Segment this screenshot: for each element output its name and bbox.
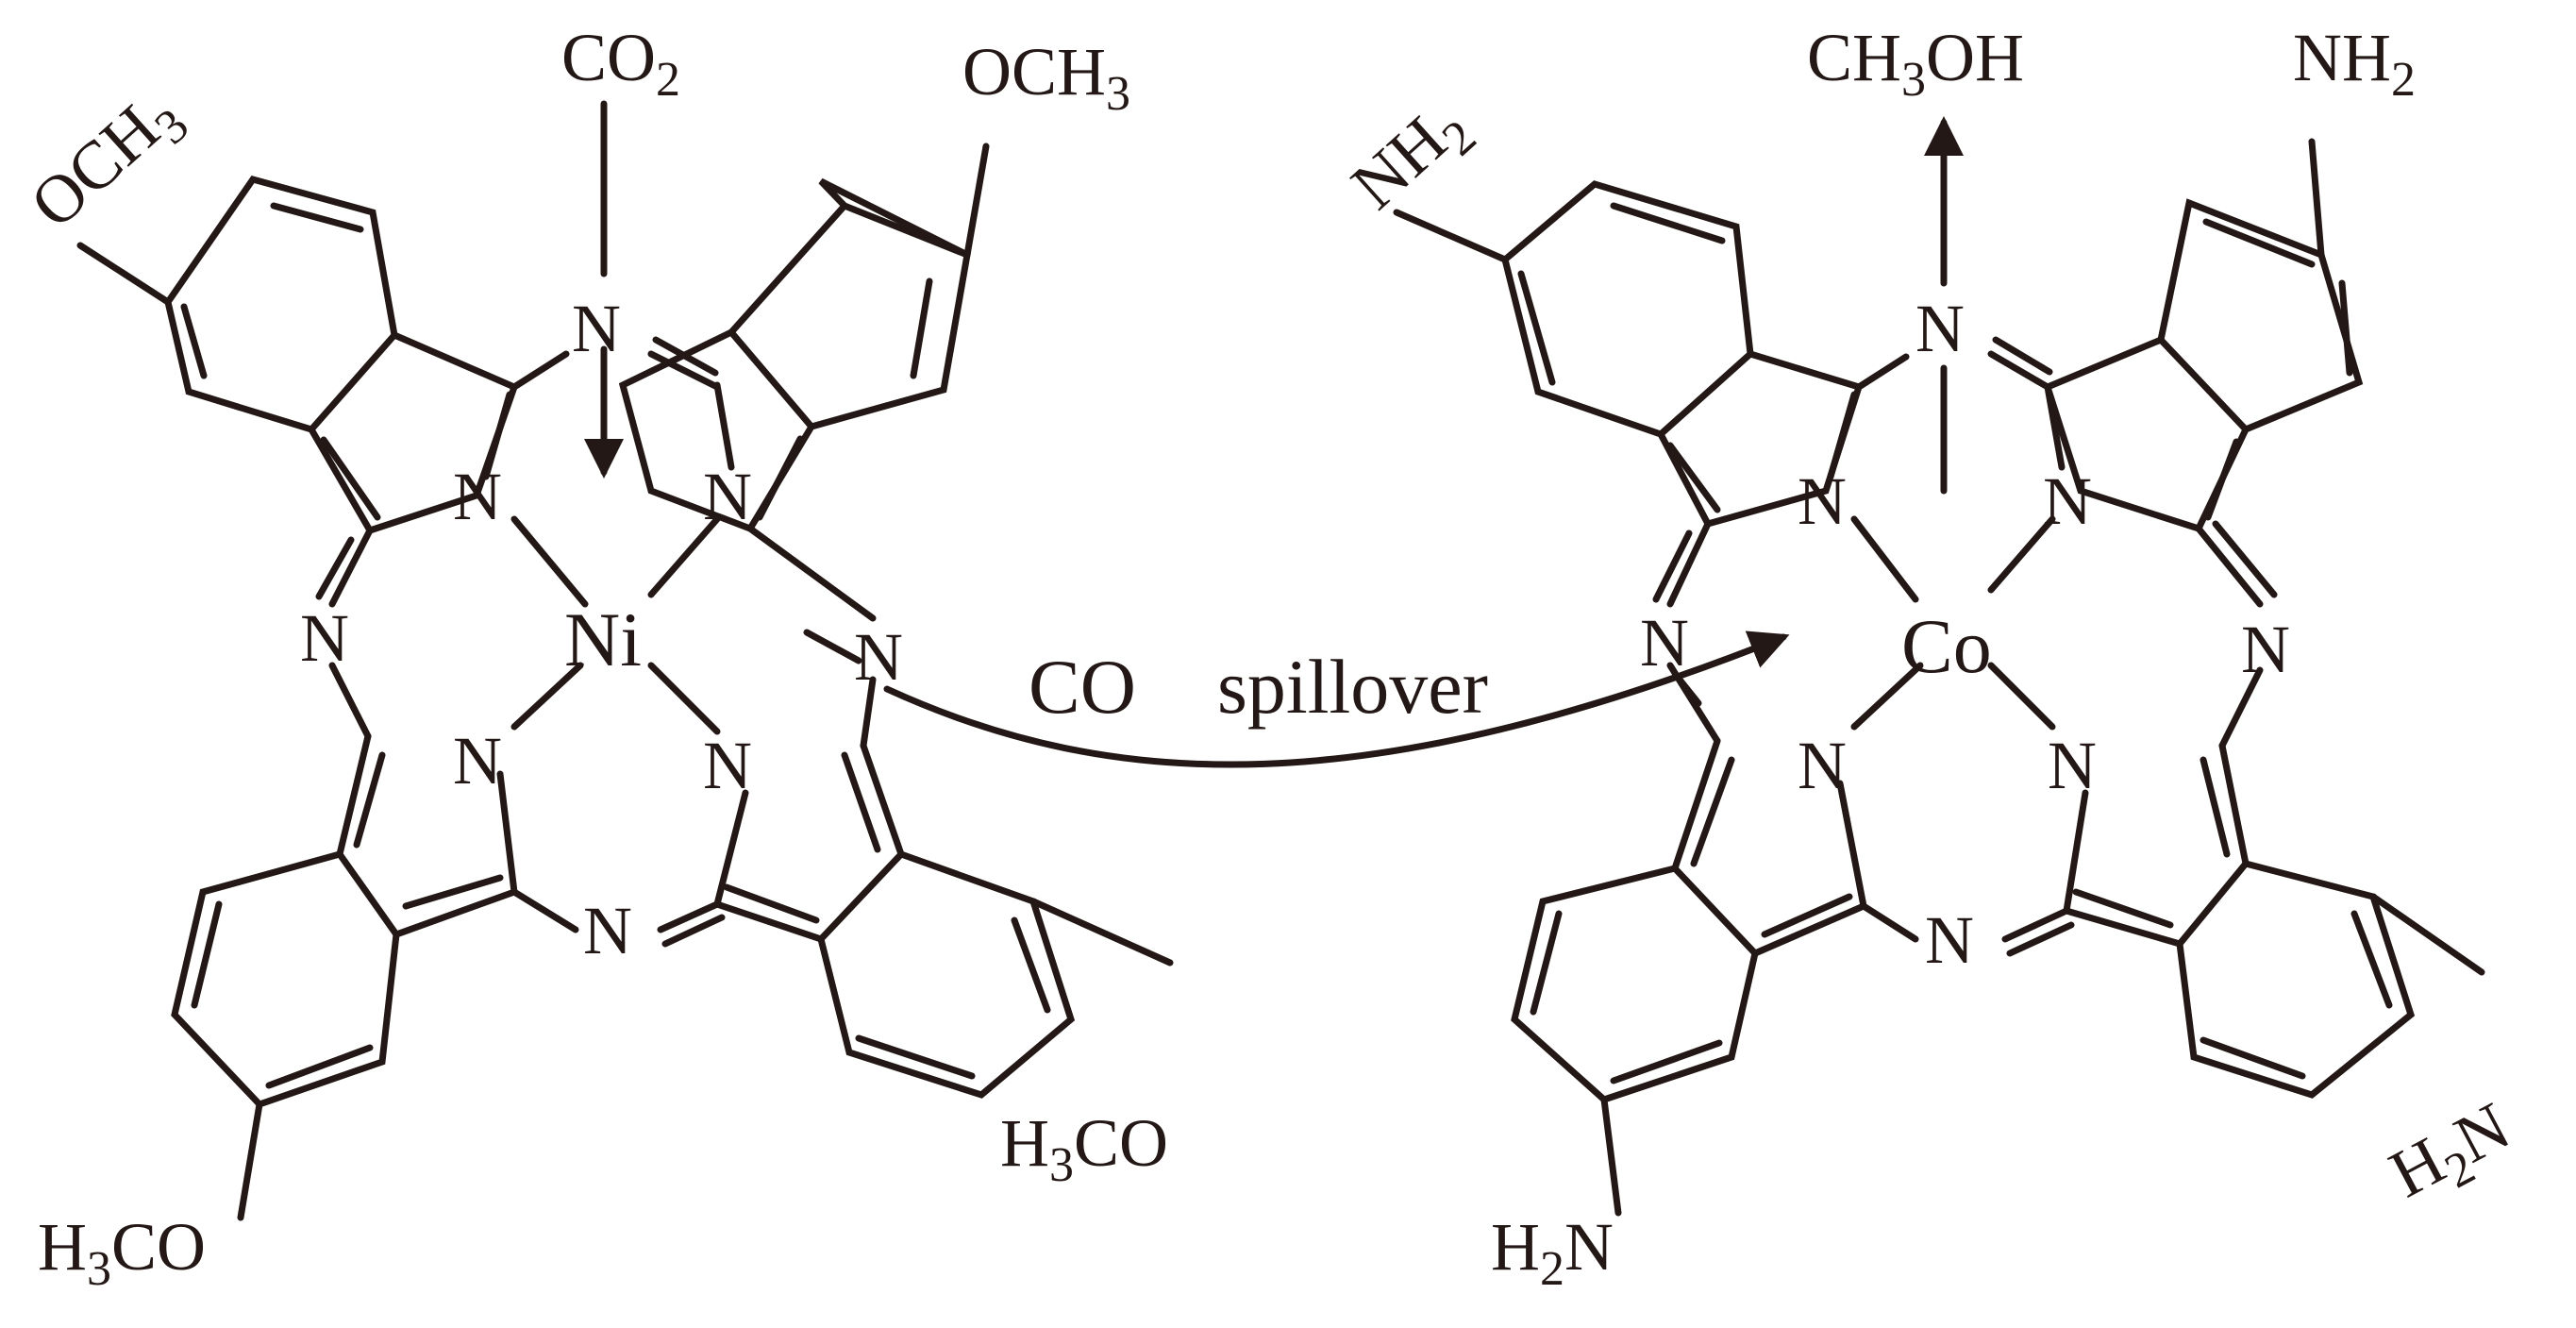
ni-metal-label: Ni [564,597,642,682]
n-label: N [2241,612,2290,687]
n-label: N [703,728,752,803]
och3-label-top-right: OCH3 [962,34,1130,121]
co2-reactant-label: CO2 [561,20,680,107]
h3co-label-lower-right: H3CO [1000,1105,1168,1192]
curved-arrow-icon [883,630,1790,768]
n-label: N [1798,463,1847,539]
n-label: N [453,723,502,798]
n-label: N [1640,605,1689,681]
methanol-product-label: CH3OH [1807,20,2024,107]
co-pc-atom-labels: N N N N N N N N [1640,291,2290,978]
co-spillover-species: CO [1029,644,1136,730]
co-phthalocyanine: N N N N N N N N Co NH2 NH2 H2N H2N CH3OH [1337,20,2527,1296]
nh2-label-top-left: NH2 [1337,85,1486,231]
h2n-label-bottom: H2N [1491,1209,1614,1296]
co-metal-label: Co [1901,603,1992,689]
h3co-label-bottom-left: H3CO [38,1209,206,1296]
n-label: N [453,459,502,534]
n-label: N [572,291,621,366]
n-label: N [300,600,349,676]
n-label: N [2043,463,2092,539]
ni-pc-bonds [76,143,1174,1221]
och3-label-top-left: OCH3 [16,74,199,250]
n-label: N [583,893,632,968]
co-spillover-label: spillover [1217,644,1488,730]
co-spillover: CO spillover [883,630,1790,768]
n-label: N [1915,291,1965,366]
ni-pc-atom-labels: N N N N N N N N [300,291,903,968]
n-label: N [2048,728,2097,803]
nh2-label-top-right: NH2 [2293,20,2416,107]
n-label: N [1798,728,1847,803]
n-label: N [854,619,903,695]
n-label: N [1925,902,1974,978]
h2n-label-lower-right: H2N [2378,1087,2527,1221]
ni-phthalocyanine: N N N N N N N N Ni OCH3 OCH3 H3CO H3CO C… [16,20,1174,1296]
n-label: N [703,459,752,534]
co-pc-bonds [1393,138,2485,1217]
